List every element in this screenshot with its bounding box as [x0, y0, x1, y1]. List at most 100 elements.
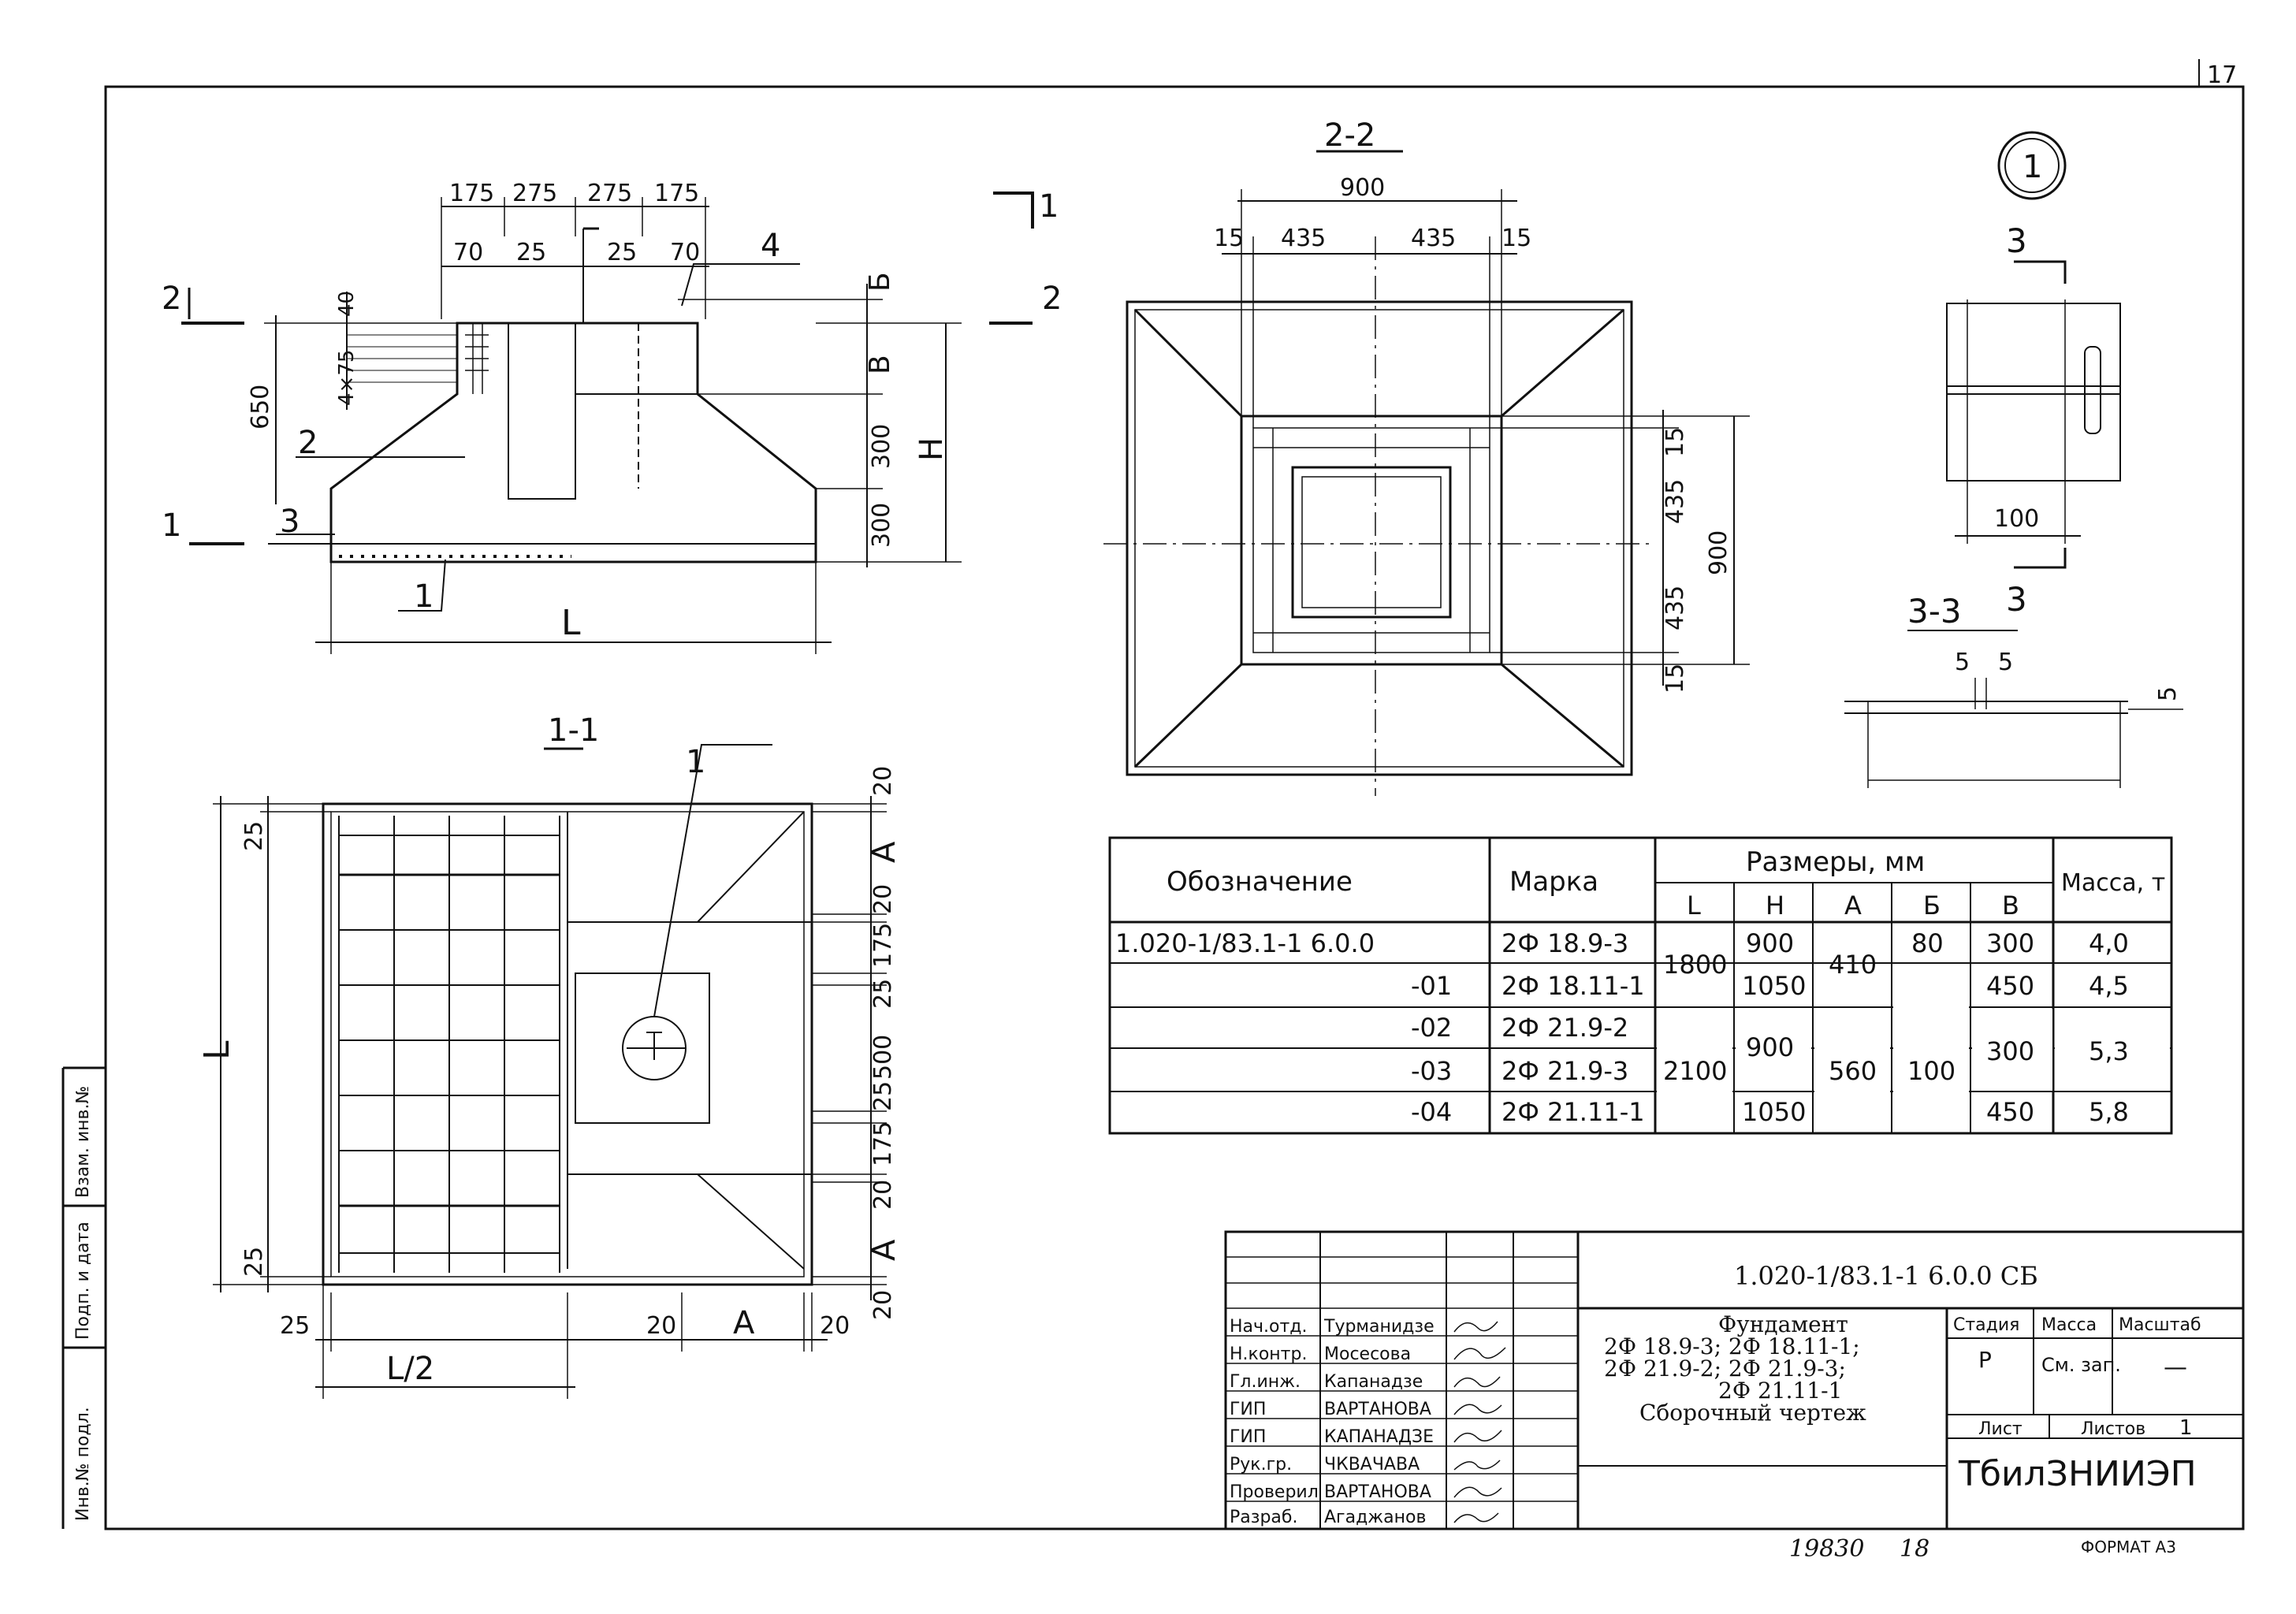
- tb-name-2: Мосесова: [1324, 1344, 1411, 1364]
- tb-role-5: ГИП: [1230, 1427, 1266, 1447]
- tb-scale: —: [2164, 1354, 2187, 1382]
- table-L-2100: 2100: [1663, 1056, 1727, 1086]
- section33-title: 3-3: [1907, 592, 1962, 630]
- elev-pos-4: 4: [761, 228, 780, 264]
- table-row2-H: 1050: [1742, 971, 1806, 1001]
- tb-name-5: КАПАНАДЗЕ: [1324, 1427, 1434, 1447]
- title-code: 1.020-1/83.1-1 6.0.0 СБ: [1734, 1261, 2038, 1291]
- elev-dim-650: 650: [247, 385, 274, 430]
- table-row3-designation: -02: [1411, 1013, 1452, 1043]
- table-col-L: L: [1687, 891, 1701, 920]
- elev-cut-1-top: 1: [1039, 188, 1059, 225]
- elev-cut-2-right: 2: [1042, 281, 1062, 317]
- table-row5-mass: 5,8: [2089, 1097, 2129, 1127]
- plan-pos-1: 1: [686, 744, 705, 780]
- tb-org: ТбилЗНИИЭП: [1958, 1454, 2197, 1494]
- elev-dim-175-b: 175: [654, 180, 699, 207]
- title-name-2: 2Ф 18.9-3; 2Ф 18.11-1;: [1604, 1333, 1860, 1359]
- table-col-H: H: [1766, 891, 1784, 920]
- elev-dim-B: Б: [864, 272, 896, 292]
- section22-dim-435-b: 435: [1411, 225, 1456, 252]
- plan-ldim-25-b: 25: [240, 1247, 268, 1277]
- elev-dim-L: L: [561, 603, 581, 643]
- sheet-circle-label: 1: [2022, 149, 2042, 185]
- tb-name-7: ВАРТАНОВА: [1324, 1482, 1431, 1502]
- sheet-frame: [104, 85, 2245, 1530]
- plan-1-1: 1-1 1 L L/2 25 25 20 A 20 175 25 500 25 …: [197, 712, 902, 1399]
- elev-dim-25-a: 25: [516, 239, 546, 266]
- table-row4-mark: 2Ф 21.9-3: [1502, 1056, 1628, 1086]
- section33-dim-5-c: 5: [2154, 686, 2182, 701]
- elev-dim-25-b: 25: [607, 239, 637, 266]
- section22-dim-15-b: 15: [1502, 225, 1531, 252]
- title-block: 1.020-1/83.1-1 6.0.0 СБ Фундамент 2Ф 18.…: [1224, 1230, 2245, 1530]
- table-row1-B: 300: [1986, 928, 2034, 958]
- detail3-dim-100: 100: [1994, 505, 2039, 533]
- table-A-560: 560: [1829, 1056, 1877, 1086]
- table-row4-mass: 5,3: [2089, 1036, 2129, 1066]
- plan-rdim-20-c: 20: [869, 1180, 897, 1210]
- table-L-1800: 1800: [1663, 950, 1727, 980]
- tb-sheet-label: Лист: [1978, 1419, 2022, 1439]
- sheet-circle: [1997, 131, 2067, 200]
- table-row5-mark: 2Ф 21.11-1: [1502, 1097, 1645, 1127]
- elev-dim-300-b: 300: [868, 503, 895, 548]
- tb-name-3: Капанадзе: [1324, 1372, 1423, 1392]
- left-strip-text-2: Подп. и дата: [73, 1222, 93, 1340]
- elev-pos-3: 3: [280, 504, 300, 540]
- elev-dim-H: H: [914, 437, 950, 461]
- plan-ldim-25-a: 25: [240, 821, 268, 851]
- elev-dim-40: 40: [335, 291, 359, 317]
- table-row1-designation: 1.020-1/83.1-1 6.0.0: [1115, 928, 1375, 958]
- bottom-format: ФОРМАТ А3: [2081, 1538, 2176, 1556]
- elev-dim-175-a: 175: [449, 180, 494, 207]
- tb-sheets: 1: [2179, 1416, 2193, 1440]
- plan-bdim-A: A: [733, 1305, 755, 1341]
- plan-rdim-175-a: 175: [869, 923, 897, 968]
- table-header-designation: Обозначение: [1167, 866, 1353, 898]
- table-header-mass: Масса, т: [2061, 869, 2165, 897]
- table-row2-mark: 2Ф 18.11-1: [1502, 971, 1645, 1001]
- table-row4-designation: -03: [1411, 1056, 1452, 1086]
- table-row5-B: 450: [1986, 1097, 2034, 1127]
- elev-pos-1: 1: [414, 578, 434, 615]
- elev-pos-2: 2: [298, 425, 318, 461]
- plan-rdim-25-a: 25: [869, 979, 897, 1009]
- tb-role-8: Разраб.: [1230, 1508, 1297, 1527]
- title-name-3: 2Ф 21.9-2; 2Ф 21.9-3;: [1604, 1356, 1846, 1382]
- plan-rdim-500: 500: [869, 1035, 897, 1080]
- detail-3: 1 3 3 100 3-3 5 5: [1844, 131, 2183, 788]
- elev-dim-V: В: [864, 355, 896, 374]
- tb-mass: См. зап.: [2041, 1354, 2121, 1376]
- table-row5-H: 1050: [1742, 1097, 1806, 1127]
- tb-role-2: Н.контр.: [1230, 1344, 1307, 1364]
- elev-dim-4x75: 4×75: [335, 350, 359, 406]
- tb-scale-label: Масштаб: [2119, 1315, 2201, 1335]
- plan-rdim-A-a: A: [866, 841, 902, 863]
- elev-cut-2-left: 2: [162, 281, 181, 317]
- section33-dim-5-a: 5: [1955, 649, 1970, 676]
- table-row1-H: 900: [1746, 928, 1794, 958]
- section22-title: 2-2: [1324, 117, 1375, 154]
- section33-dim-5-b: 5: [1998, 649, 2013, 676]
- plan-bdim-25: 25: [280, 1312, 310, 1340]
- table-A-410: 410: [1829, 950, 1877, 980]
- elev-dim-300-a: 300: [868, 424, 895, 469]
- table-header-mark: Марка: [1509, 866, 1598, 898]
- title-name-5: Сборочный чертеж: [1639, 1400, 1866, 1426]
- section22-rdim-435-b: 435: [1662, 586, 1689, 630]
- tb-role-4: ГИП: [1230, 1400, 1266, 1419]
- table-row4-B: 300: [1986, 1036, 2034, 1066]
- section22-rdim-900: 900: [1705, 530, 1732, 575]
- table-row1-mark: 2Ф 18.9-3: [1502, 928, 1628, 958]
- table-Bb-100: 100: [1907, 1056, 1956, 1086]
- elevation-section: 175 275 275 175 70 25 25 70 40 4×75 650 …: [162, 180, 1062, 654]
- tb-name-1: Турманидзе: [1323, 1317, 1435, 1337]
- tb-name-8: Агаджанов: [1324, 1508, 1426, 1527]
- table-row5-designation: -04: [1411, 1097, 1452, 1127]
- left-strip-text-3: Взам. инв.№: [73, 1086, 93, 1198]
- detail3-label-bottom: 3: [2006, 580, 2027, 619]
- table-row2-B: 450: [1986, 971, 2034, 1001]
- table-header-sizes: Размеры, мм: [1746, 846, 1925, 878]
